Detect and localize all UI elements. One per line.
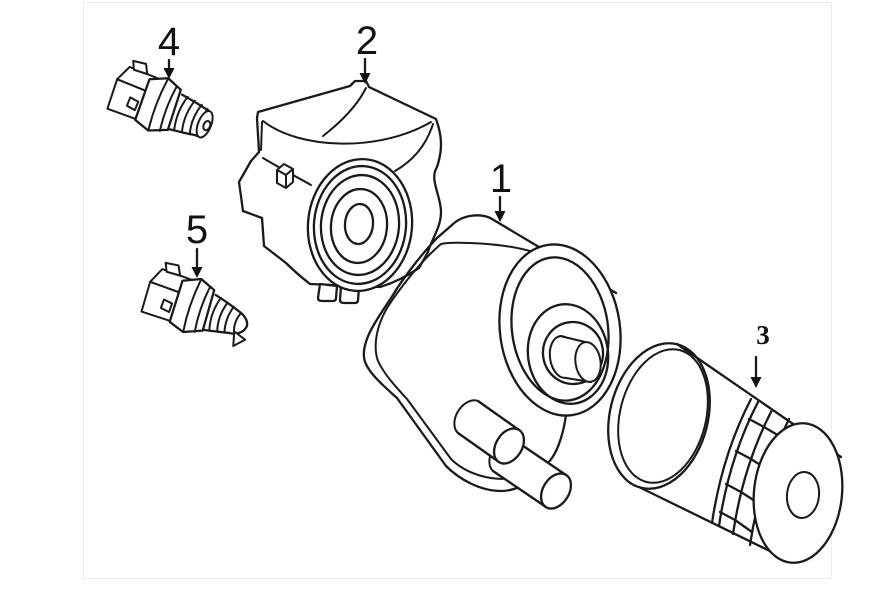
cooler-pipe-upper <box>453 399 526 465</box>
callout-1[interactable]: 1 <box>490 157 512 222</box>
callout-3-label[interactable]: 3 <box>756 320 770 350</box>
part-oil-filter <box>607 342 844 564</box>
sensor4-hex-facet <box>147 78 169 131</box>
callout-4[interactable]: 4 <box>158 20 180 79</box>
housing-bolt-boss-cube <box>276 163 294 189</box>
callout-3[interactable]: 3 <box>747 317 779 388</box>
filter-end-face <box>752 422 844 564</box>
sensor4-connector-tab <box>132 59 149 76</box>
cooler-inner-edge <box>374 241 544 480</box>
sensor4-hex-facet <box>158 85 178 132</box>
sensor5-connector-tab <box>164 261 182 277</box>
diagram-frame <box>83 2 832 579</box>
filter-end-hole <box>785 471 821 519</box>
sensor4-connector-notch <box>125 96 140 112</box>
sensor5-tip-arc <box>232 311 243 334</box>
callout-5-label[interactable]: 5 <box>186 208 208 252</box>
callout-2[interactable]: 2 <box>356 19 378 84</box>
arrow-down-icon <box>359 73 371 84</box>
callout-5[interactable]: 5 <box>186 208 208 278</box>
housing-right-joint <box>394 123 434 172</box>
filter-body-bottom <box>639 486 782 558</box>
arrow-down-icon <box>191 267 203 278</box>
filter-cap-inner-rim <box>617 348 709 484</box>
sensor5-threads <box>201 293 239 335</box>
callout-1-label[interactable]: 1 <box>490 157 512 201</box>
arrow-down-icon <box>494 211 506 222</box>
sensor5-hex-facet <box>182 278 202 333</box>
cooler-center-stub <box>548 335 602 383</box>
housing-top-face-edge <box>262 120 432 145</box>
housing-left-edge <box>260 121 263 151</box>
cooler-face-rings <box>498 243 622 417</box>
filter-knurl-band <box>710 397 791 547</box>
callout-2-label[interactable]: 2 <box>356 19 378 63</box>
part-sensor-5 <box>140 261 249 348</box>
housing-foot <box>316 282 339 303</box>
sensor5-connector-notch <box>159 298 174 314</box>
arrow-down-icon <box>163 68 175 79</box>
sensor5-hex-facet <box>193 285 212 334</box>
housing-flange-rings <box>306 157 414 293</box>
sensor5-tip-fin <box>232 330 247 348</box>
housing-top-scallop <box>322 87 367 137</box>
part-oil-cooler <box>362 214 622 510</box>
sensor4-tip-hole <box>202 120 212 132</box>
arrow-down-icon <box>750 377 762 388</box>
callout-4-label[interactable]: 4 <box>158 20 180 64</box>
part-sensor-4 <box>106 59 214 139</box>
part-adapter-housing <box>237 79 443 305</box>
